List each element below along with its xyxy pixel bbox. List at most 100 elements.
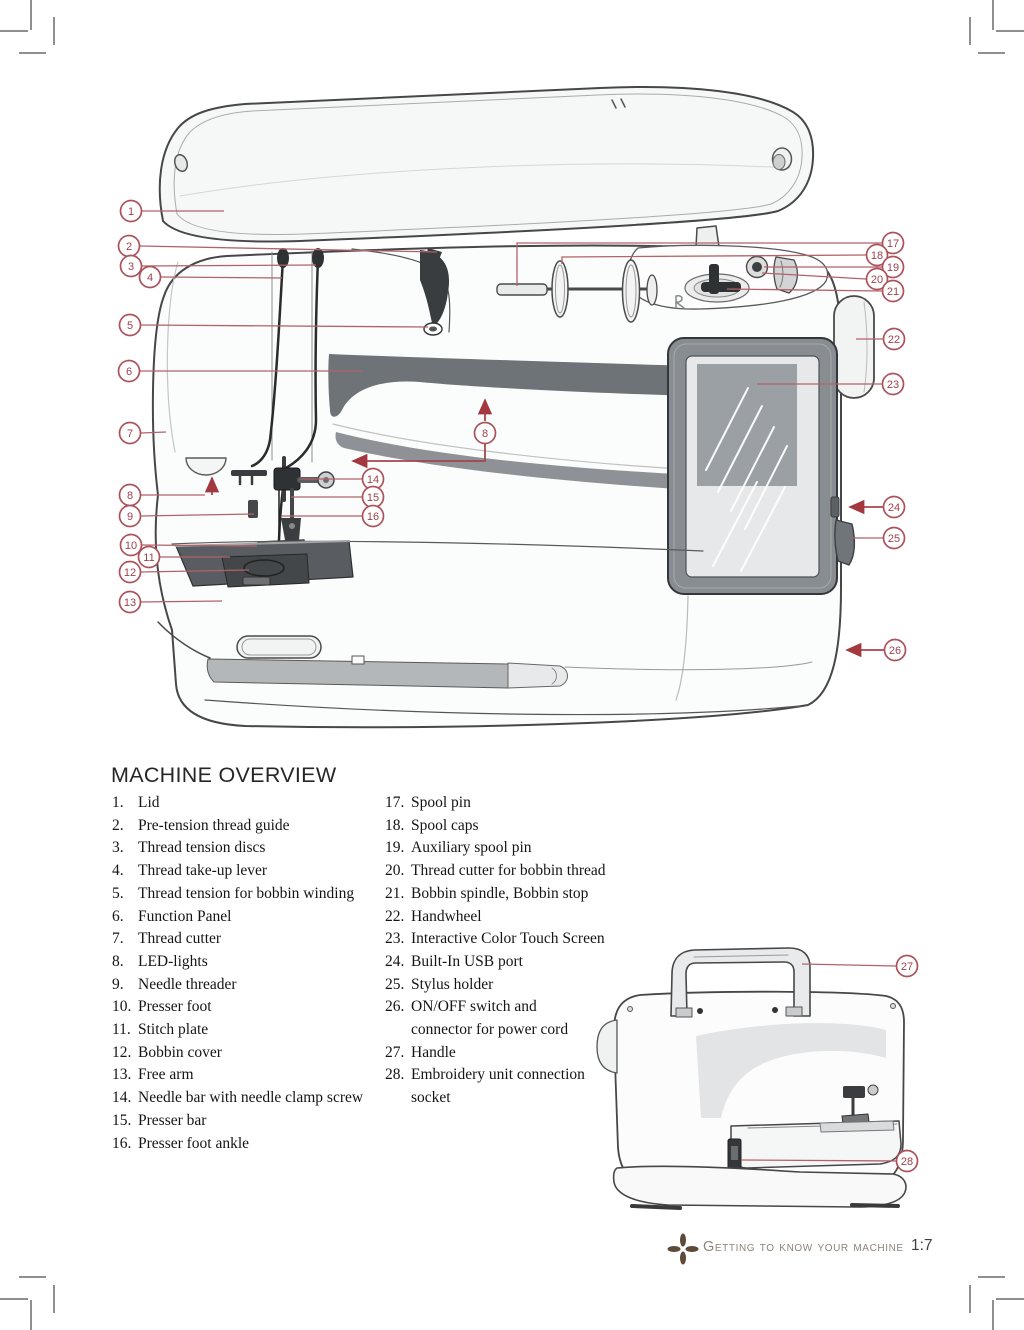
needle-threader <box>248 500 258 518</box>
item-label: Built-In USB port <box>411 952 523 970</box>
callout-number: 11 <box>143 552 154 564</box>
callout-23: 23 <box>881 372 905 396</box>
spool-cap <box>551 260 569 318</box>
callout-number: 26 <box>889 645 901 657</box>
callout-4: 4 <box>138 265 162 289</box>
rear-needle-unit <box>841 1084 879 1125</box>
callout-number: 21 <box>887 286 899 298</box>
item-number: 23. <box>385 930 405 948</box>
crop-mark <box>30 0 32 30</box>
parts-list-item: 27. Handle <box>385 1042 625 1065</box>
parts-list-item: 12. Bobbin cover <box>112 1042 382 1065</box>
item-number: 22. <box>385 907 405 925</box>
parts-list-left: 1. Lid 2. Pre-tension thread guide 3. Th… <box>112 792 382 1155</box>
callout-number: 15 <box>367 492 379 504</box>
crop-mark <box>969 17 971 45</box>
bobbin-stop <box>701 282 741 292</box>
callout-26: 26 <box>883 638 907 662</box>
tension-disc <box>312 248 324 268</box>
callout-number: 19 <box>887 262 899 274</box>
item-label: Stitch plate <box>138 1021 209 1039</box>
callout-number: 25 <box>888 533 900 545</box>
callout-21: 21 <box>881 279 905 303</box>
crop-mark <box>19 1276 46 1278</box>
footer-section-label: Getting to know your machine <box>703 1239 904 1255</box>
callout-6: 6 <box>117 359 141 383</box>
item-label: Function Panel <box>138 907 232 925</box>
parts-list-item: 22. Handwheel <box>385 906 625 929</box>
item-label: Thread take-up lever <box>138 862 268 880</box>
callout-number: 10 <box>125 540 137 552</box>
callout-8-right: 8 <box>473 421 497 445</box>
thread-takeup-cover <box>420 250 450 327</box>
item-number: 13. <box>112 1066 132 1084</box>
handwheel <box>833 295 875 399</box>
callout-number: 7 <box>127 428 133 440</box>
callout-number: 1 <box>128 206 134 218</box>
callout-3: 3 <box>119 254 143 278</box>
item-label: Presser foot ankle <box>138 1134 250 1152</box>
callout-11: 11 <box>137 545 161 569</box>
usb-port <box>830 496 840 518</box>
item-number: 5. <box>112 884 124 902</box>
crop-mark <box>969 1285 971 1313</box>
callout-10: 10 <box>119 533 143 557</box>
item-number: 18. <box>385 816 405 834</box>
callout-19: 19 <box>881 255 905 279</box>
crop-mark <box>53 1285 55 1313</box>
callout-18: 18 <box>865 243 889 267</box>
item-label: Presser foot <box>138 998 212 1016</box>
parts-list-item: 19. Auxiliary spool pin <box>385 837 625 860</box>
item-label: Presser bar <box>138 1111 207 1129</box>
item-label: Thread tension for bobbin winding <box>138 884 355 902</box>
parts-list-item: 10. Presser foot <box>112 996 382 1019</box>
item-number: 10. <box>112 998 132 1016</box>
item-number: 6. <box>112 907 124 925</box>
item-number: 19. <box>385 839 405 857</box>
needle-clamp <box>273 467 301 491</box>
callout-number: 6 <box>126 366 132 378</box>
callout-17: 17 <box>881 231 905 255</box>
leader-lines <box>139 210 897 1162</box>
callout-13: 13 <box>118 590 142 614</box>
parts-list-item: 28. Embroidery unit connection socket <box>385 1064 625 1109</box>
parts-list-item: 7. Thread cutter <box>112 928 382 951</box>
callout-number: 27 <box>901 961 913 973</box>
parts-list-item: 24. Built-In USB port <box>385 951 625 974</box>
lid-shape <box>158 86 815 256</box>
base-foot-seam <box>204 699 801 716</box>
crop-mark <box>996 1298 1024 1300</box>
item-label: Interactive Color Touch Screen <box>411 930 605 948</box>
callout-number: 23 <box>887 379 899 391</box>
item-label: Pre-tension thread guide <box>138 816 290 834</box>
footer-page-number: 1:7 <box>911 1237 933 1254</box>
callouts: 1 2 3 4 5 6 7 8 9 10 11 12 13 8 14 15 16… <box>117 199 919 1173</box>
callout-15: 15 <box>361 485 385 509</box>
led-lights <box>185 457 227 476</box>
crop-mark <box>19 52 46 54</box>
item-label: ON/OFF switch and connector for power co… <box>411 998 569 1039</box>
parts-list-item: 8. LED-lights <box>112 951 382 974</box>
function-panel <box>328 354 694 417</box>
callout-9: 9 <box>118 504 142 528</box>
parts-list-item: 25. Stylus holder <box>385 974 625 997</box>
carrying-handle <box>670 947 811 1018</box>
callout-number: 4 <box>147 272 153 284</box>
item-number: 20. <box>385 862 405 880</box>
item-label: Free arm <box>138 1066 194 1084</box>
parts-list-item: 23. Interactive Color Touch Screen <box>385 928 625 951</box>
crop-mark <box>978 1276 1005 1278</box>
callout-8-left: 8 <box>118 483 142 507</box>
callout-12: 12 <box>118 560 142 584</box>
crop-mark <box>996 30 1024 32</box>
callout-number: 18 <box>871 250 883 262</box>
parts-list-item: 14. Needle bar with needle clamp screw <box>112 1087 382 1110</box>
parts-list-item: 26. ON/OFF switch and connector for powe… <box>385 996 625 1041</box>
callout-28: 28 <box>895 1149 919 1173</box>
crop-mark <box>53 17 55 45</box>
needle-thread <box>250 256 285 468</box>
item-label: Lid <box>138 794 160 811</box>
parts-list-item: 5. Thread tension for bobbin winding <box>112 883 382 906</box>
parts-list-item: 13. Free arm <box>112 1064 382 1087</box>
